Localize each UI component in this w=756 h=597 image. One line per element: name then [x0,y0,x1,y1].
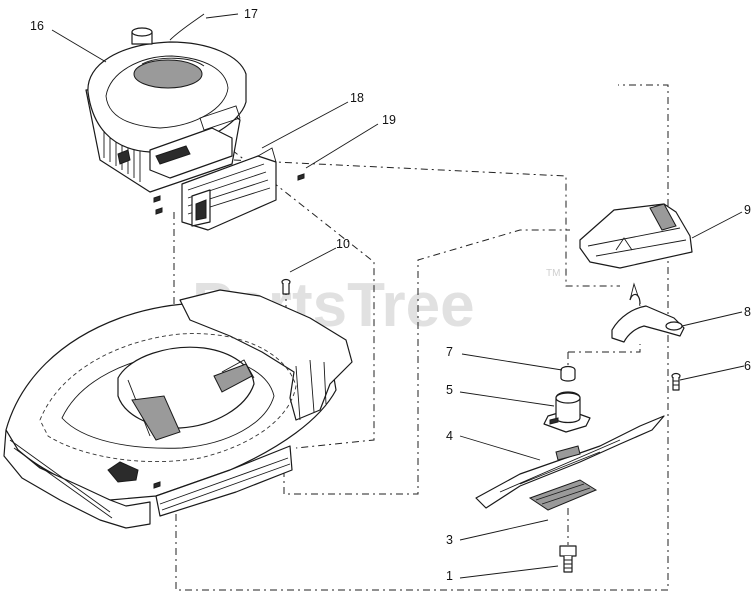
mower-blade[interactable] [475,415,665,509]
deck-bolt[interactable] [281,278,291,295]
callout-5: 5 [446,383,453,397]
callout-7: 7 [446,345,453,359]
callout-17: 17 [244,7,258,21]
callout-9: 9 [744,203,751,217]
callout-18: 18 [350,91,364,105]
mower-deck[interactable] [3,289,353,529]
bracket-bolt[interactable] [671,372,681,391]
air-filter-cover[interactable] [181,147,277,231]
callout-10: 10 [336,237,350,251]
callout-16: 16 [30,19,44,33]
callout-1: 1 [446,569,453,583]
blade-stiffener[interactable] [528,479,598,511]
baffle-bracket[interactable] [611,282,685,343]
spindle-washer[interactable] [560,365,576,382]
callout-19: 19 [382,113,396,127]
callout-4: 4 [446,429,453,443]
callout-6: 6 [744,359,751,373]
callout-3: 3 [446,533,453,547]
callout-8: 8 [744,305,751,319]
leader-lines [51,13,745,579]
watermark-trademark: TM [546,268,560,279]
engine-screws [153,173,305,215]
blade-adapter-bracket[interactable] [579,203,693,269]
blade-adapter[interactable] [543,391,591,433]
callout-labels: 16 17 18 19 10 9 8 7 6 5 4 3 1 [30,7,751,583]
engine[interactable] [85,13,247,193]
blade-bolt[interactable] [559,545,577,573]
